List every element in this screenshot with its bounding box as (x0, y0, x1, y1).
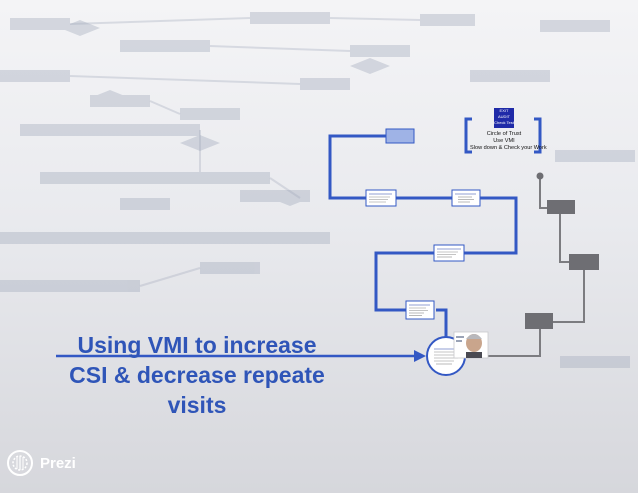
gray-path-line (488, 322, 541, 357)
frame-left-bracket (464, 117, 472, 154)
frame-right-bracket (534, 117, 542, 154)
path-start-dot (536, 172, 544, 180)
presentation-title: Using VMI to increase CSI & decrease rep… (52, 330, 342, 420)
path-line (434, 196, 518, 255)
gray-path-line (539, 176, 585, 323)
path-line (328, 134, 386, 200)
focus-text-line: Use VMI (493, 138, 515, 144)
path-node-3[interactable] (451, 189, 481, 207)
focus-text-line: Circle of Trust (486, 131, 522, 137)
path-node-1[interactable] (385, 128, 415, 144)
path-line (436, 308, 448, 340)
gray-frame[interactable] (569, 254, 599, 270)
logo-line: Check Test (494, 120, 514, 125)
gray-frame[interactable] (547, 200, 575, 214)
path-node-2[interactable] (365, 189, 397, 207)
title-line: CSI & decrease repeate (69, 362, 325, 388)
prezi-logo-icon[interactable] (4, 447, 84, 479)
path-line (374, 251, 434, 312)
portrait-photo (453, 331, 489, 359)
path-node-4[interactable] (433, 244, 465, 262)
prezi-logo-text: Prezi (40, 455, 76, 472)
logo-line: AUDIT (498, 114, 510, 119)
title-line: visits (167, 392, 227, 418)
logo-line: EXIT (499, 108, 509, 113)
focus-frame-logo: EXIT AUDIT Check Test (494, 108, 514, 128)
focus-text-line: Slow down & Check your Work (470, 145, 547, 151)
path-node-5[interactable] (405, 300, 435, 320)
title-line: Using VMI to increase (77, 332, 317, 358)
arrow-head (414, 350, 426, 362)
gray-frame[interactable] (525, 313, 553, 329)
focus-frame-content[interactable]: EXIT AUDIT Check Test Circle of Trust Us… (470, 108, 547, 152)
